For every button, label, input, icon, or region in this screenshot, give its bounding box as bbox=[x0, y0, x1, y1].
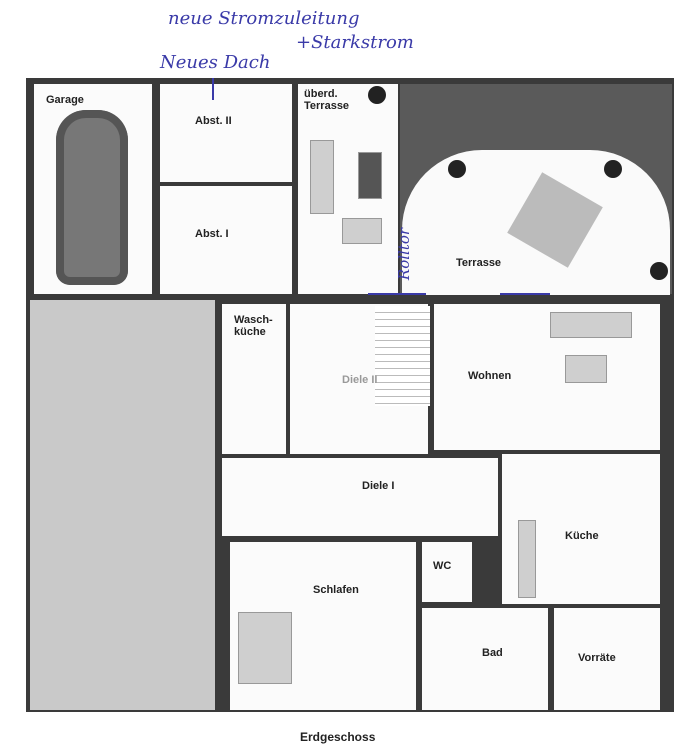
scribble bbox=[368, 293, 426, 295]
label-abst2: Abst. II bbox=[195, 115, 232, 127]
label-wc: WC bbox=[433, 560, 452, 572]
outdoor-area bbox=[30, 300, 215, 710]
label-terrace: Terrasse bbox=[456, 257, 502, 269]
label-wohnen: Wohnen bbox=[468, 370, 512, 382]
handwritten-note-rolltor: Rolltor bbox=[395, 227, 414, 281]
scribble bbox=[500, 293, 550, 295]
label-diele1: Diele I bbox=[362, 480, 395, 492]
label-garage: Garage bbox=[46, 94, 84, 106]
label-waschkueche: Wasch-küche bbox=[234, 314, 273, 338]
room-waschkueche bbox=[222, 304, 286, 454]
plant-icon bbox=[604, 160, 622, 178]
handwritten-note-new-roof: Neues Dach bbox=[160, 52, 271, 73]
label-diele2: Diele II bbox=[342, 374, 378, 386]
label-covered-terrace: überd. Terrasse bbox=[304, 88, 350, 112]
plant-icon bbox=[448, 160, 466, 178]
label-schlafen: Schlafen bbox=[313, 584, 359, 596]
handwritten-note-power-line: neue Stromzuleitung bbox=[168, 8, 360, 29]
chair bbox=[342, 218, 382, 244]
room-wc bbox=[422, 542, 472, 602]
room-vorraete bbox=[554, 608, 660, 710]
couch bbox=[550, 312, 632, 338]
plant-icon bbox=[368, 86, 386, 104]
label-kueche: Küche bbox=[565, 530, 599, 542]
label-bad: Bad bbox=[482, 647, 503, 659]
bed bbox=[238, 612, 292, 684]
plant-icon bbox=[650, 262, 668, 280]
car-icon bbox=[56, 110, 128, 285]
label-abst1: Abst. I bbox=[195, 228, 229, 240]
kitchen-counter bbox=[518, 520, 536, 598]
coffee-table bbox=[565, 355, 607, 383]
room-bad bbox=[422, 608, 548, 710]
handwritten-note-heavy-current: +Starkstrom bbox=[296, 32, 414, 53]
room-abst2 bbox=[160, 84, 292, 182]
sofa bbox=[310, 140, 334, 214]
room-abst1 bbox=[160, 186, 292, 294]
room-diele1 bbox=[222, 458, 498, 536]
stairs bbox=[375, 306, 430, 406]
label-vorraete: Vorräte bbox=[578, 652, 616, 664]
table bbox=[358, 152, 382, 199]
arrow-icon bbox=[212, 78, 214, 100]
caption: Erdgeschoss bbox=[300, 730, 376, 744]
